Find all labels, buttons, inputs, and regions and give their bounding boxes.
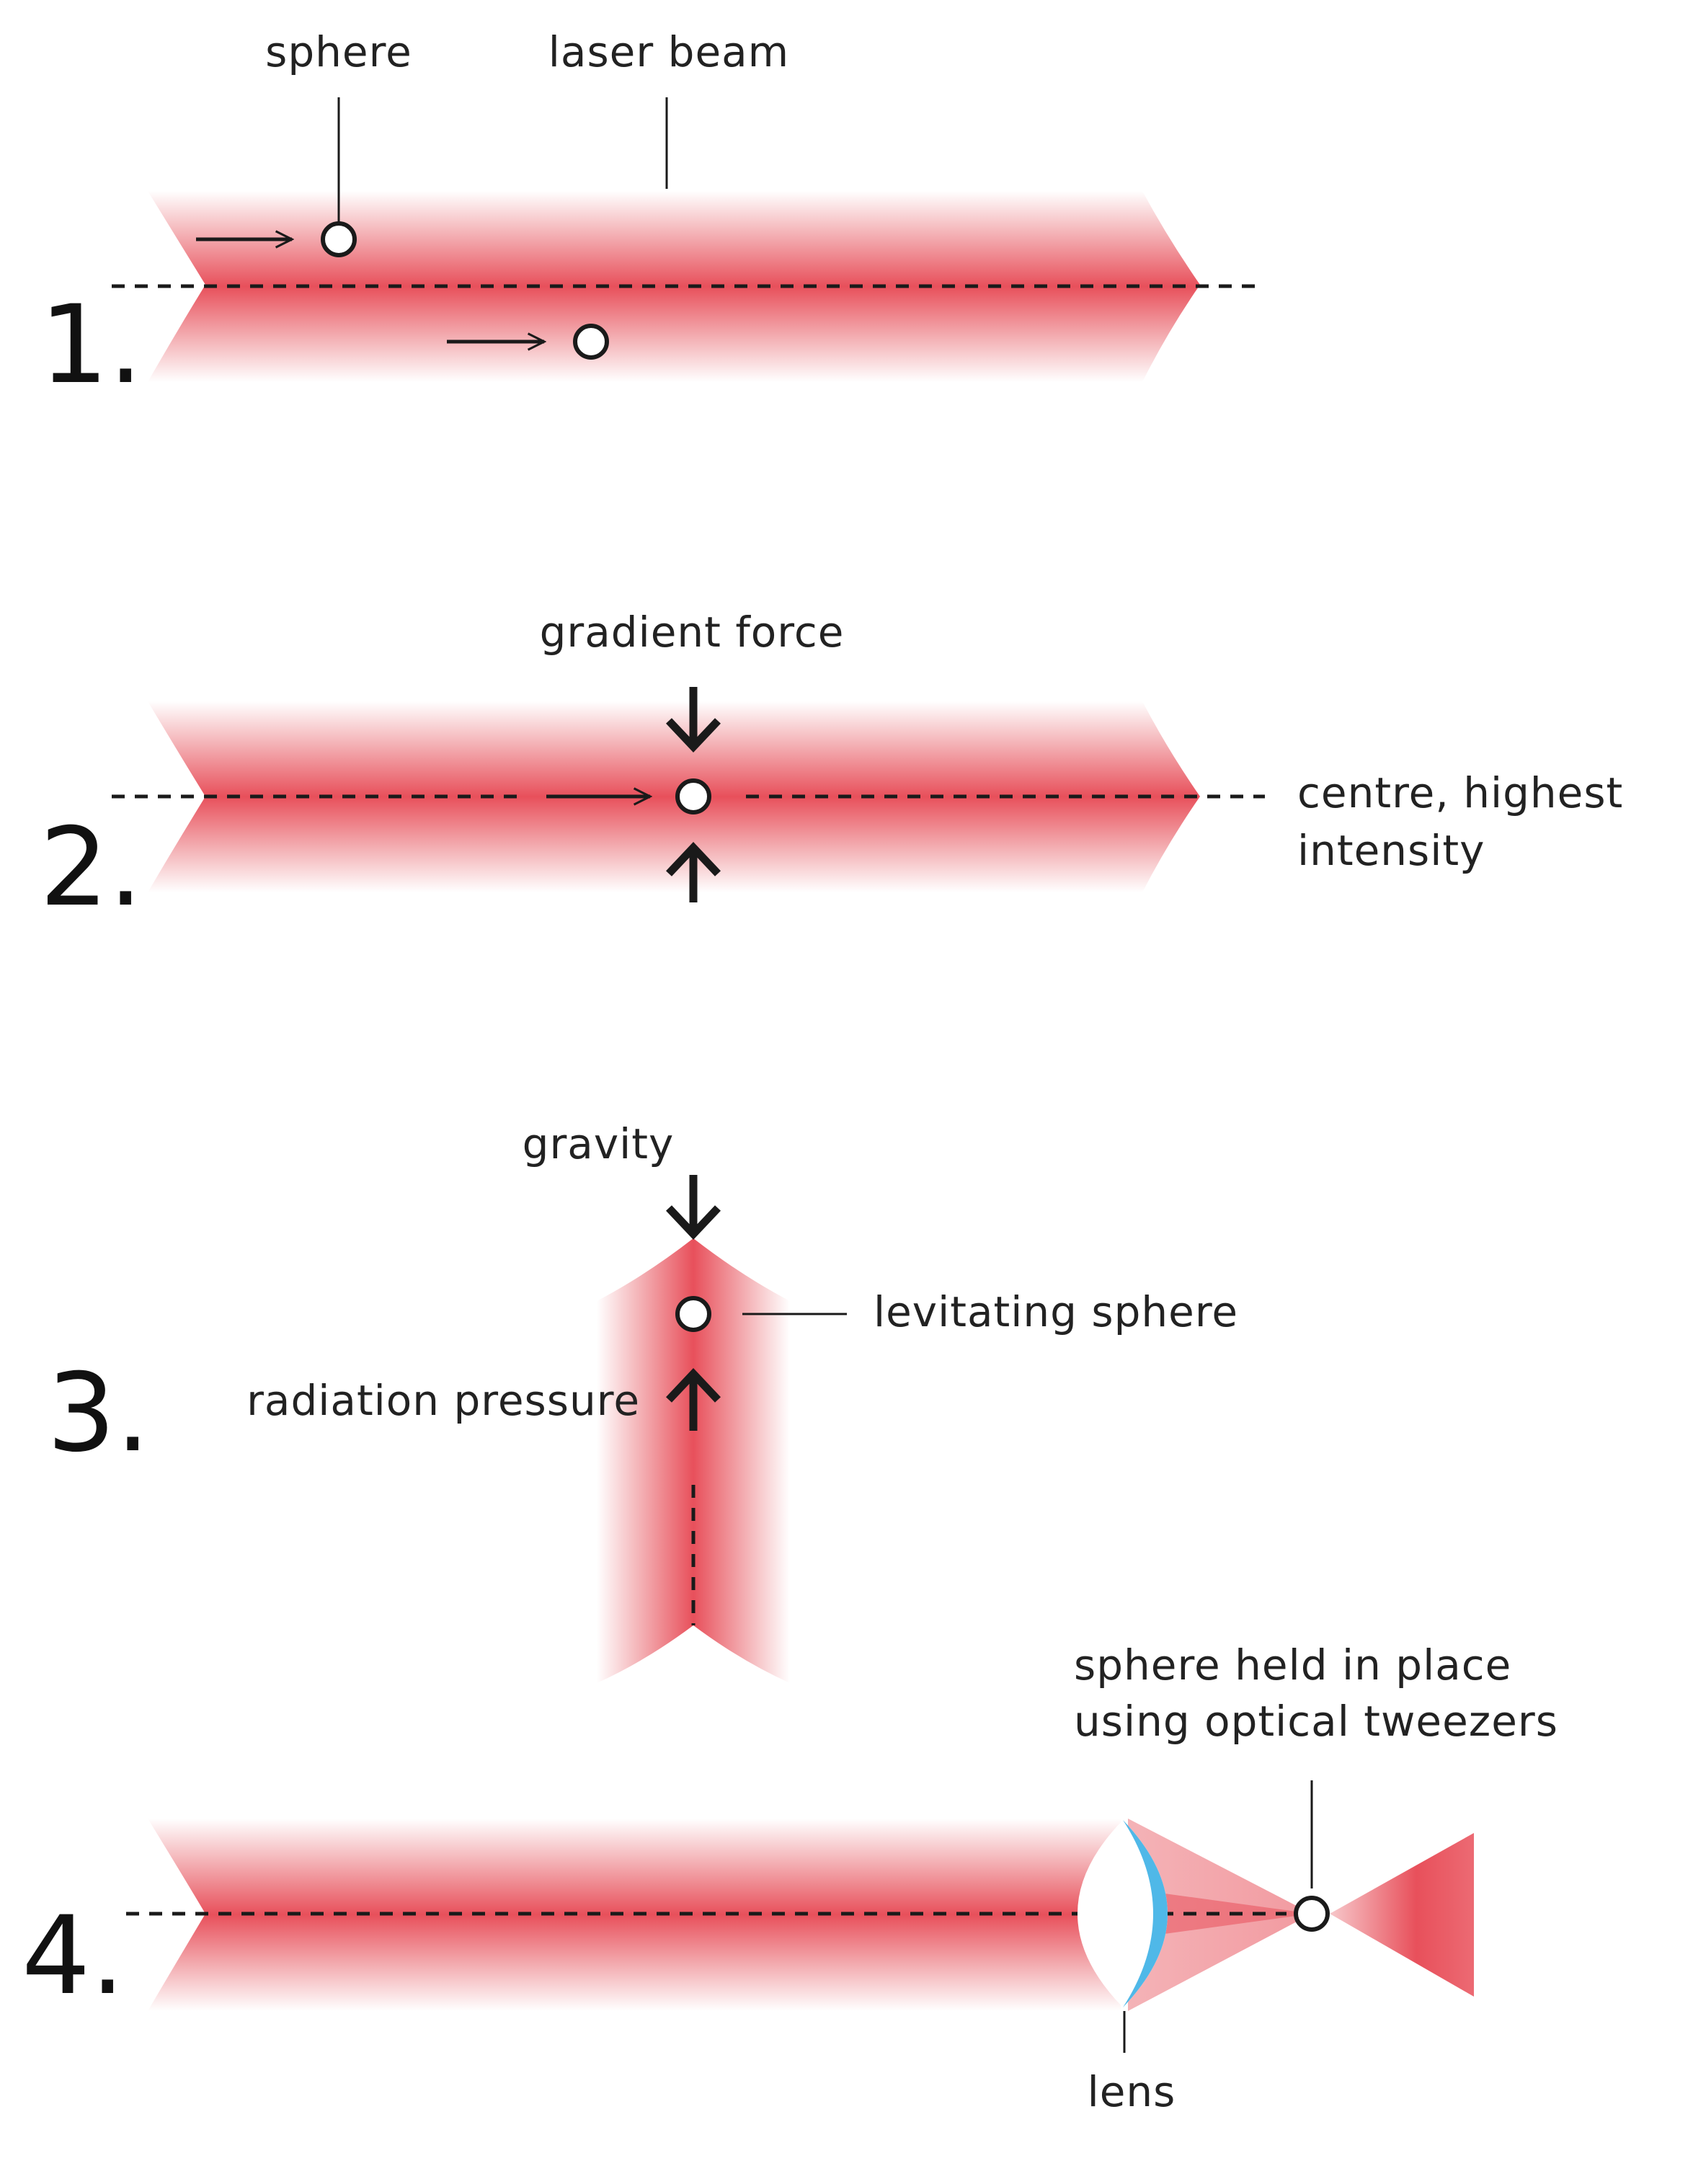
gravity-label: gravity (523, 1119, 675, 1168)
panel-number: 1. (40, 283, 143, 408)
sphere (573, 324, 609, 360)
trapped-sphere (1294, 1896, 1330, 1932)
panel-4: sphere held in place using optical tweez… (22, 1641, 1558, 2116)
radiation-pressure-arrow (666, 1367, 721, 1431)
laser-beam-vertical (597, 1238, 790, 1683)
panel-3: gravity levitating sphere radiation pres… (47, 1119, 1238, 1683)
gradient-force-label: gradient force (540, 608, 845, 657)
panel-2: gradient force centre, highest intensity… (40, 608, 1623, 931)
centre-label: intensity (1297, 826, 1485, 875)
radiation-pressure-label: radiation pressure (246, 1376, 640, 1425)
centre-label: centre, highest (1297, 768, 1623, 817)
gravity-arrow (666, 1175, 721, 1240)
panel-number: 3. (47, 1351, 150, 1476)
sphere (675, 778, 711, 814)
panel-number: 2. (40, 805, 143, 931)
tweezers-label: sphere held in place (1074, 1641, 1511, 1690)
gradient-force-arrow-down (666, 687, 721, 753)
laser-beam (148, 701, 1200, 892)
sphere (321, 221, 357, 257)
levitating-sphere (675, 1296, 711, 1332)
panel-1: sphere laser beam 1. (40, 27, 1265, 408)
gradient-force-arrow-up (666, 841, 721, 902)
focused-beam-core (1128, 1888, 1312, 1939)
lens-label: lens (1088, 2067, 1176, 2116)
levitating-sphere-label: levitating sphere (874, 1287, 1238, 1336)
tweezers-label: using optical tweezers (1074, 1697, 1558, 1746)
diverging-beam-cone (1330, 1833, 1474, 1997)
sphere-label: sphere (265, 27, 412, 76)
laser-beam-label: laser beam (548, 27, 789, 76)
panel-number: 4. (22, 1894, 125, 2019)
lens (1077, 1820, 1168, 2007)
